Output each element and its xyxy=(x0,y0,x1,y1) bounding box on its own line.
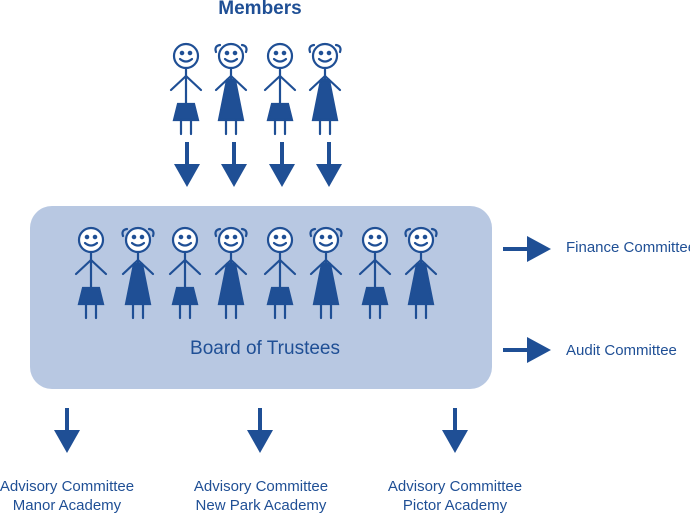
trustee-figure-icon xyxy=(358,226,392,320)
trustee-figure-icon xyxy=(121,226,155,320)
trustee-figure-icon xyxy=(168,226,202,320)
member-figure-icon xyxy=(214,42,248,136)
member-figure-icon xyxy=(169,42,203,136)
down-arrow-icon xyxy=(221,142,247,187)
advisory-committee-manor: Advisory Committee Manor Academy xyxy=(0,477,157,515)
trustee-figure-icon xyxy=(263,226,297,320)
trustee-figure-icon xyxy=(309,226,343,320)
trustee-figure-icon xyxy=(74,226,108,320)
members-title: Members xyxy=(218,0,302,19)
advisory-committee-title: Advisory Committee xyxy=(0,478,135,495)
advisory-committee-title: Advisory Committee xyxy=(193,478,329,495)
advisory-committee-title: Advisory Committee xyxy=(387,478,523,495)
right-arrow-icon xyxy=(503,337,551,363)
trustee-figure-icon xyxy=(214,226,248,320)
down-arrow-icon xyxy=(442,408,468,453)
academy-name: Manor Academy xyxy=(12,497,122,514)
down-arrow-icon xyxy=(54,408,80,453)
right-arrow-icon xyxy=(503,236,551,262)
academy-name: Pictor Academy xyxy=(402,497,508,514)
down-arrow-icon xyxy=(247,408,273,453)
trustee-figure-icon xyxy=(404,226,438,320)
board-of-trustees-label: Board of Trustees xyxy=(190,338,340,359)
advisory-committee-pictor: Advisory Committee Pictor Academy xyxy=(365,477,545,515)
down-arrow-icon xyxy=(269,142,295,187)
member-figure-icon xyxy=(263,42,297,136)
finance-committee-label: Finance Committee xyxy=(566,239,690,256)
academy-name: New Park Academy xyxy=(195,497,327,514)
member-figure-icon xyxy=(308,42,342,136)
down-arrow-icon xyxy=(316,142,342,187)
audit-committee-label: Audit Committee xyxy=(566,342,677,359)
advisory-committee-new-park: Advisory Committee New Park Academy xyxy=(171,477,351,515)
down-arrow-icon xyxy=(174,142,200,187)
